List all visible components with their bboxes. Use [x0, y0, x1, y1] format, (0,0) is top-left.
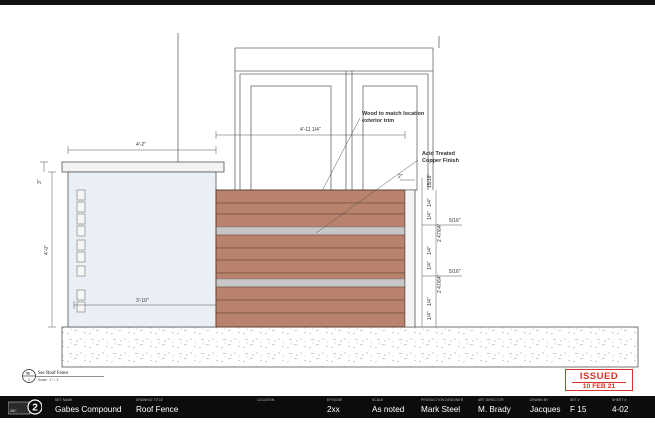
copper-band [215, 278, 406, 288]
dim-gap-d: 2 47/64" [437, 274, 443, 293]
tb-value: F 15 [570, 405, 587, 414]
copper-note-line2: Copper Finish [422, 158, 460, 164]
dim-gap-b: 2 47/64" [437, 223, 443, 242]
tb-value: As noted [372, 405, 405, 414]
column [61, 161, 225, 328]
top-border [0, 0, 655, 5]
dim-height: 4'-0" [44, 245, 50, 255]
wood-fence [215, 189, 406, 328]
dim-gap-c: 5/16" [449, 269, 461, 275]
detail-sheet: 2 [28, 378, 30, 382]
dimension-lines [40, 131, 462, 328]
tb-label: DRAWN BY [530, 398, 549, 402]
detail-number: 5b [26, 372, 30, 376]
detail-callout: 5b 2 Sec Roof Fence Scale : 1" = 1' [22, 369, 104, 383]
issued-date: 10 FEB 21 [582, 382, 616, 390]
wood-board [215, 272, 406, 280]
dim-inner-width: 3'-10" [136, 298, 149, 304]
tb-label: EPISODE [327, 398, 343, 402]
tb-label: ART DIRECTOR [478, 398, 504, 402]
wood-board [215, 299, 406, 314]
stamp-rule [572, 381, 626, 383]
studio-logo: 2 ABC [8, 399, 42, 415]
copper-band [215, 226, 406, 236]
dim-fence-width: 4'-11 1/4" [300, 127, 321, 133]
wood-board [215, 234, 406, 249]
dim-quarter-b: 1/4" [427, 211, 433, 220]
tb-label: SET # [570, 398, 580, 402]
tb-value: Gabes Compound [55, 405, 122, 414]
dim-offset: 2" [398, 174, 403, 180]
wood-note-line2: exterior trim [362, 118, 394, 124]
tb-label: LOCATION [257, 398, 275, 402]
wood-note-line1: Wood to match location [362, 111, 425, 117]
wood-board [215, 247, 406, 261]
concrete-slab [61, 326, 639, 368]
tb-value: 2xx [327, 405, 340, 414]
dim-column-width: 4'-2" [136, 142, 146, 148]
title-block: 2 ABC SET NAME Gabes Compound DRAWING TI… [0, 396, 655, 418]
tb-value: Roof Fence [136, 405, 179, 414]
tb-value: Mark Steel [421, 405, 461, 414]
wood-board [215, 202, 406, 215]
issued-status: ISSUED [579, 371, 619, 382]
tb-label: SCALE [372, 398, 384, 402]
detail-title: Sec Roof Fence [38, 371, 68, 376]
dim-gap-a: 5/16" [449, 218, 461, 224]
logo-text: ABC [10, 409, 17, 413]
logo-letter: 2 [32, 403, 38, 414]
tb-value: Jacques [530, 405, 561, 414]
dim-quarter-a: 1/4" [427, 198, 433, 207]
leader-lines [315, 117, 419, 234]
dim-quarter-e: 1/4" [427, 297, 433, 306]
issued-stamp: ISSUED 10 FEB 21 [565, 369, 633, 391]
wood-board [215, 286, 406, 301]
wood-board [215, 189, 406, 204]
wood-board [215, 259, 406, 274]
tb-label: SHEET # [612, 398, 627, 402]
tb-label: DRAWING TITLE [136, 398, 163, 402]
dim-cap: 3" [37, 179, 43, 184]
dim-quarter-f: 1/4" [427, 311, 433, 320]
dim-quarter-c: 1/4" [427, 246, 433, 255]
detail-scale: Scale : 1" = 1' [38, 378, 59, 382]
tb-value: M. Brady [478, 405, 511, 414]
wood-board [215, 213, 406, 228]
tb-value: 4-02 [612, 405, 629, 414]
tb-label: SET NAME [55, 398, 73, 402]
dim-board-gap-top: 15/16" [427, 173, 433, 188]
fence-end-stile [404, 189, 416, 328]
dim-quarter-d: 1/4" [427, 261, 433, 270]
copper-note-line1: Acid Treated [422, 151, 455, 157]
wood-board [215, 312, 406, 328]
tb-label: PRODUCTION DESIGNER [421, 398, 464, 402]
